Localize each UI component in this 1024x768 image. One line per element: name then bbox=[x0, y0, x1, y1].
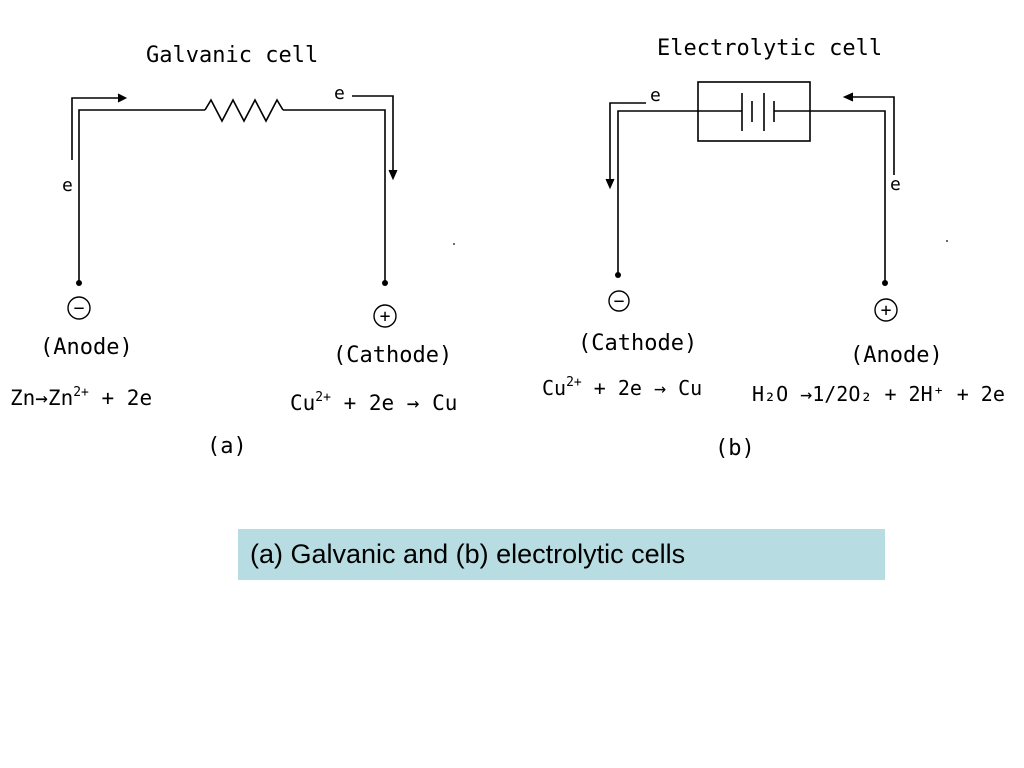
caption-box: (a) Galvanic and (b) electrolytic cells bbox=[238, 529, 885, 580]
electrolytic-cathode-sign-circle bbox=[608, 290, 630, 312]
electrolytic-circuit bbox=[605, 81, 895, 281]
galvanic-anode-sign-circle bbox=[67, 296, 91, 320]
galvanic-circuit bbox=[71, 93, 398, 281]
electrolytic-cathode-sign: − bbox=[614, 291, 625, 312]
galvanic-title: Galvanic cell bbox=[146, 43, 318, 68]
electrolytic-anode-terminal bbox=[882, 280, 888, 286]
electrolytic-electron-right: e bbox=[890, 174, 901, 195]
galvanic-arrow-right bbox=[352, 95, 394, 178]
galvanic-panel-label: (a) bbox=[207, 434, 247, 459]
galvanic-electron-top: e bbox=[334, 83, 345, 104]
caption-text: (a) Galvanic and (b) electrolytic cells bbox=[250, 539, 686, 569]
galvanic-arrow-top bbox=[71, 97, 125, 160]
galvanic-electron-side: e bbox=[62, 175, 73, 196]
galvanic-cathode-sign-circle bbox=[373, 304, 397, 328]
stray-dot bbox=[453, 243, 455, 245]
galvanic-cathode-sign: + bbox=[380, 306, 391, 327]
electrolytic-anode-reaction: H₂O →1/2O₂ + 2H⁺ + 2e bbox=[752, 382, 1005, 406]
resistor-symbol bbox=[204, 98, 284, 123]
galvanic-right-wire bbox=[283, 109, 386, 281]
electrolytic-cathode-label: (Cathode) bbox=[578, 331, 697, 356]
electrolytic-anode-label: (Anode) bbox=[850, 343, 943, 368]
electrolytic-anode-sign: + bbox=[881, 300, 892, 321]
stray-dot bbox=[946, 240, 948, 242]
electrolytic-left-wire bbox=[617, 110, 698, 273]
electrolytic-right-wire bbox=[810, 110, 886, 281]
galvanic-cathode-reaction: Cu2+ + 2e → Cu bbox=[290, 390, 457, 415]
galvanic-anode-reaction: Zn→Zn2+ + 2e bbox=[10, 385, 152, 410]
electrolytic-cathode-terminal bbox=[615, 272, 621, 278]
galvanic-anode-terminal bbox=[76, 280, 82, 286]
electrolytic-cathode-reaction: Cu2+ + 2e → Cu bbox=[542, 375, 702, 400]
electrolytic-anode-sign-circle bbox=[874, 298, 898, 322]
electrolytic-arrow-left bbox=[609, 102, 646, 187]
electrolytic-panel-label: (b) bbox=[715, 436, 755, 461]
galvanic-cathode-label: (Cathode) bbox=[333, 343, 452, 368]
electrolytic-electron-left: e bbox=[650, 85, 661, 106]
galvanic-anode-label: (Anode) bbox=[40, 335, 133, 360]
electrolytic-arrow-right bbox=[845, 96, 895, 175]
galvanic-cathode-terminal bbox=[382, 280, 388, 286]
electrolytic-title: Electrolytic cell bbox=[657, 36, 882, 61]
galvanic-left-wire bbox=[78, 109, 205, 281]
galvanic-anode-sign: − bbox=[74, 298, 85, 319]
